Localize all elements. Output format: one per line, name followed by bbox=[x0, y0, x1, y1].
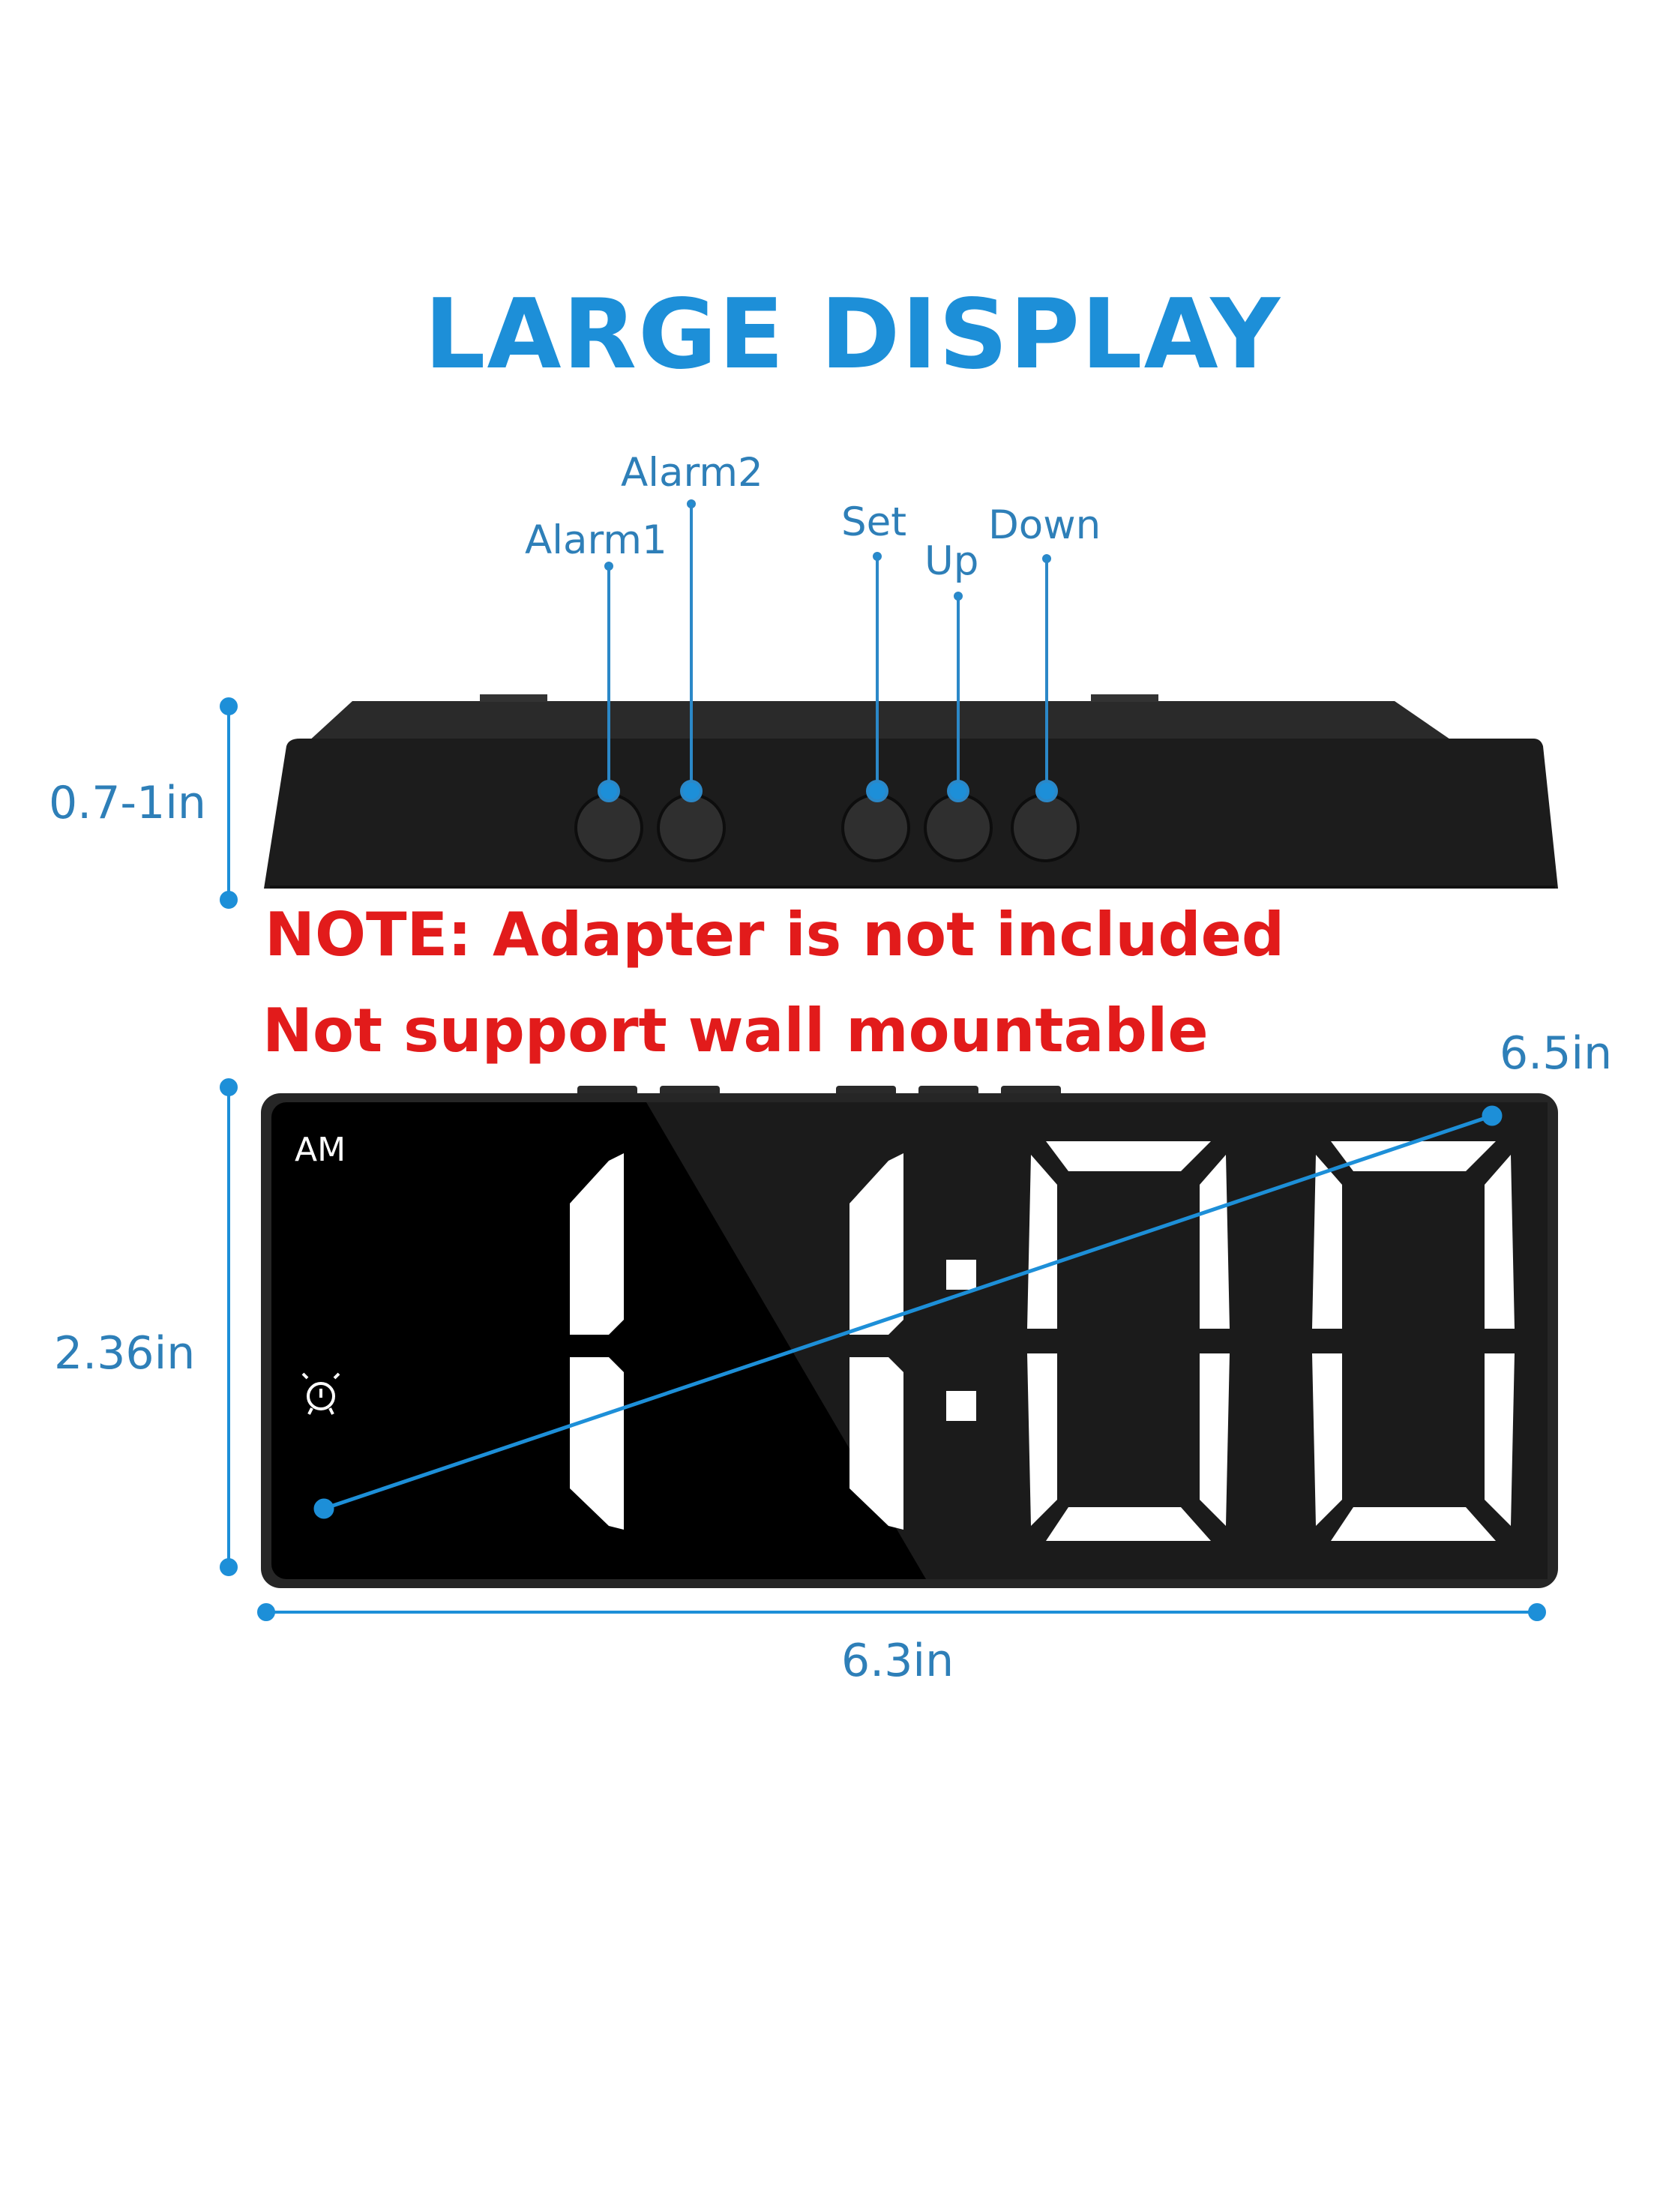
alarm-clock-icon bbox=[301, 1372, 340, 1415]
am-indicator: AM bbox=[295, 1131, 346, 1169]
diagonal-dimension bbox=[313, 1105, 1503, 1519]
note-adapter: NOTE: Adapter is not included bbox=[265, 900, 1285, 970]
clock-front-view bbox=[261, 1086, 1558, 1588]
button-label-alarm1: Alarm1 bbox=[525, 517, 667, 563]
width-label: 6.3in bbox=[841, 1635, 954, 1687]
diagonal-label: 6.5in bbox=[1500, 1027, 1613, 1080]
button-label-set: Set bbox=[841, 499, 907, 545]
side-height-label: 0.7-1in bbox=[49, 777, 206, 829]
note-wall-mount: Not support wall mountable bbox=[262, 996, 1209, 1066]
seven-segment-digits bbox=[570, 1141, 1515, 1541]
page-title: LARGE DISPLAY bbox=[424, 279, 1282, 391]
alarm2-button bbox=[657, 793, 726, 862]
width-dimension bbox=[257, 1603, 1546, 1621]
side-height-dimension bbox=[220, 697, 238, 909]
down-button bbox=[1011, 793, 1080, 862]
clock-side-view bbox=[264, 499, 1558, 889]
button-label-down: Down bbox=[988, 502, 1101, 548]
front-height-label: 2.36in bbox=[54, 1327, 196, 1380]
up-button bbox=[924, 793, 993, 862]
button-label-up: Up bbox=[924, 538, 979, 584]
set-button bbox=[841, 793, 910, 862]
alarm1-button bbox=[574, 793, 643, 862]
front-height-dimension bbox=[220, 1078, 238, 1576]
button-label-alarm2: Alarm2 bbox=[621, 450, 763, 496]
